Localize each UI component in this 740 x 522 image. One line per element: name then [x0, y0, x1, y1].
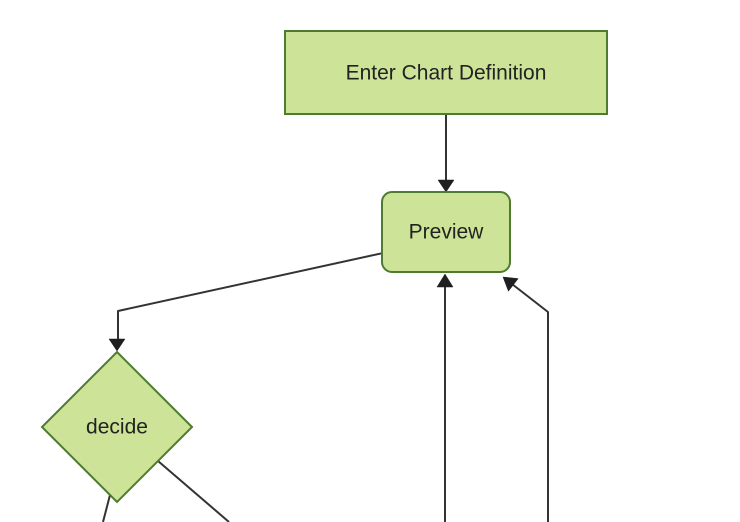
preview-box [381, 191, 511, 273]
node-enter-chart-definition: Enter Chart Definition [284, 30, 608, 115]
edge-decide-to-offscreen-right [157, 460, 230, 522]
edge-offscreen-right-to-preview [511, 283, 549, 522]
edge-decide-to-offscreen-left [102, 494, 111, 522]
arrowhead-into-preview-corner [502, 276, 519, 292]
arrowhead-into-decide-top [108, 338, 126, 352]
decide-label: decide [86, 416, 148, 439]
enter-chart-definition-box [284, 30, 608, 115]
edge-layer [102, 114, 549, 522]
node-decide: decide [40, 350, 194, 504]
arrowhead-into-preview-top [437, 179, 455, 193]
decide-diamond [40, 350, 194, 504]
node-layer: Enter Chart Definition Preview decide [40, 30, 608, 504]
enter-chart-definition-label: Enter Chart Definition [346, 62, 547, 85]
arrowhead-into-preview-bottom [436, 273, 454, 288]
node-preview: Preview [381, 191, 511, 273]
edge-preview-to-decide [117, 252, 384, 341]
preview-label: Preview [409, 221, 485, 244]
